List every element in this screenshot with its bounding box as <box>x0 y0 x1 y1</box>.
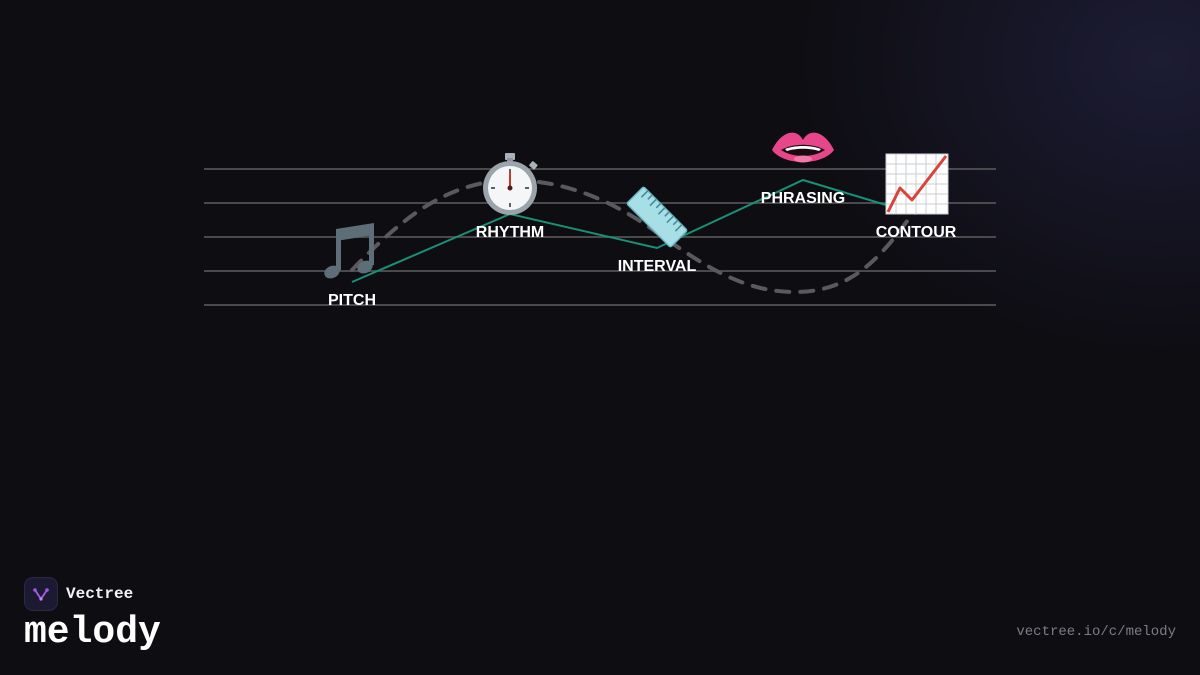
page-url: vectree.io/c/melody <box>1016 624 1176 640</box>
node-label-contour: CONTOUR <box>876 224 957 241</box>
node-contour: CONTOUR <box>876 153 957 241</box>
brand-name: Vectree <box>66 585 134 603</box>
stopwatch-icon <box>483 153 538 215</box>
brand: Vectree <box>24 577 133 611</box>
node-phrasing: PHRASING <box>761 132 845 207</box>
vectree-logo-icon <box>24 577 58 611</box>
contour-line <box>351 178 917 283</box>
mouth-icon <box>772 132 834 163</box>
node-rhythm: RHYTHM <box>476 153 544 241</box>
chart-increasing-icon <box>885 153 949 215</box>
ruler-icon <box>626 186 688 248</box>
node-label-phrasing: PHRASING <box>761 190 845 207</box>
page-title: melody <box>24 611 161 654</box>
musical-notes-icon <box>324 223 374 279</box>
node-label-pitch: PITCH <box>328 292 376 309</box>
node-pitch: PITCH <box>324 223 376 309</box>
node-label-rhythm: RHYTHM <box>476 224 544 241</box>
node-label-interval: INTERVAL <box>618 258 697 275</box>
node-interval: INTERVAL <box>618 186 697 275</box>
